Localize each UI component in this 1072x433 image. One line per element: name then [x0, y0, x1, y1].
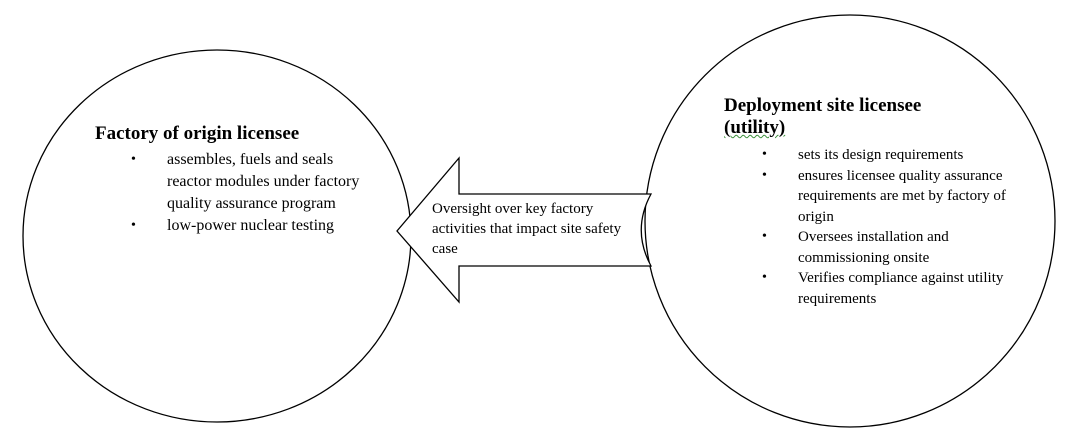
bullet-icon: •	[762, 229, 767, 244]
oversight-arrow	[396, 156, 653, 304]
deployment-item-text: ensures licensee quality assurance requi…	[798, 167, 1006, 225]
bullet-icon: •	[762, 270, 767, 285]
bullet-icon: •	[131, 152, 136, 167]
deployment-item-text: Verifies compliance against utility requ…	[798, 270, 1004, 307]
deployment-circle	[644, 14, 1056, 428]
list-item: • sets its design requirements	[762, 145, 1024, 166]
deployment-text-block: Deployment site licensee (utility) • set…	[724, 95, 1024, 309]
deployment-item-text: Oversees installation and commissioning …	[798, 229, 949, 266]
factory-item-text: assembles, fuels and seals reactor modul…	[167, 151, 360, 212]
bullet-icon: •	[762, 167, 767, 183]
bullet-icon: •	[131, 218, 136, 233]
factory-title: Factory of origin licensee	[95, 123, 300, 144]
list-item: • low-power nuclear testing	[131, 215, 365, 237]
factory-item-text: low-power nuclear testing	[167, 217, 335, 234]
deployment-bullet-list: • sets its design requirements • ensures…	[762, 145, 1024, 309]
list-item: • assembles, fuels and seals reactor mod…	[131, 149, 365, 215]
list-item: • Verifies compliance against utility re…	[762, 268, 1024, 309]
deployment-title: Deployment site licensee	[724, 95, 922, 116]
deployment-item-text: sets its design requirements	[798, 147, 964, 163]
factory-bullet-list: • assembles, fuels and seals reactor mod…	[131, 149, 365, 237]
deployment-title-utility: (utility)	[724, 117, 786, 138]
arrow-label: Oversight over key factory activities th…	[432, 201, 622, 257]
bullet-icon: •	[762, 147, 767, 162]
deployment-title-line2: (utility)	[724, 117, 1024, 139]
list-item: • Oversees installation and commissionin…	[762, 227, 1024, 268]
factory-text-block: Factory of origin licensee • assembles, …	[95, 123, 365, 237]
list-item: • ensures licensee quality assurance req…	[762, 166, 1024, 228]
